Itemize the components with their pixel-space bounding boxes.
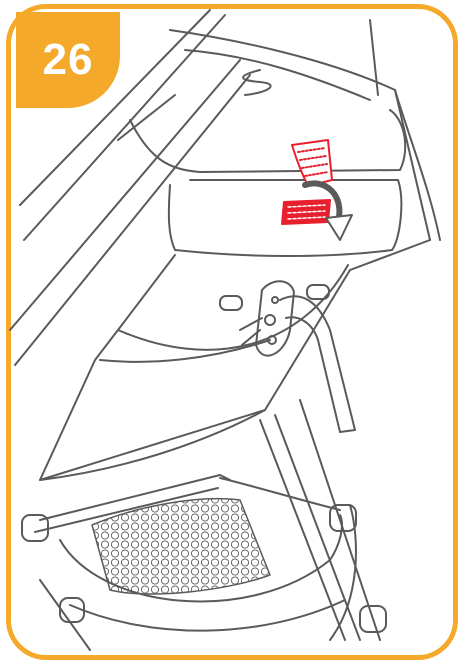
step-number: 26 (43, 35, 94, 85)
strap (280, 296, 355, 432)
buckle (220, 281, 329, 355)
mesh-basket-icon (92, 499, 270, 594)
